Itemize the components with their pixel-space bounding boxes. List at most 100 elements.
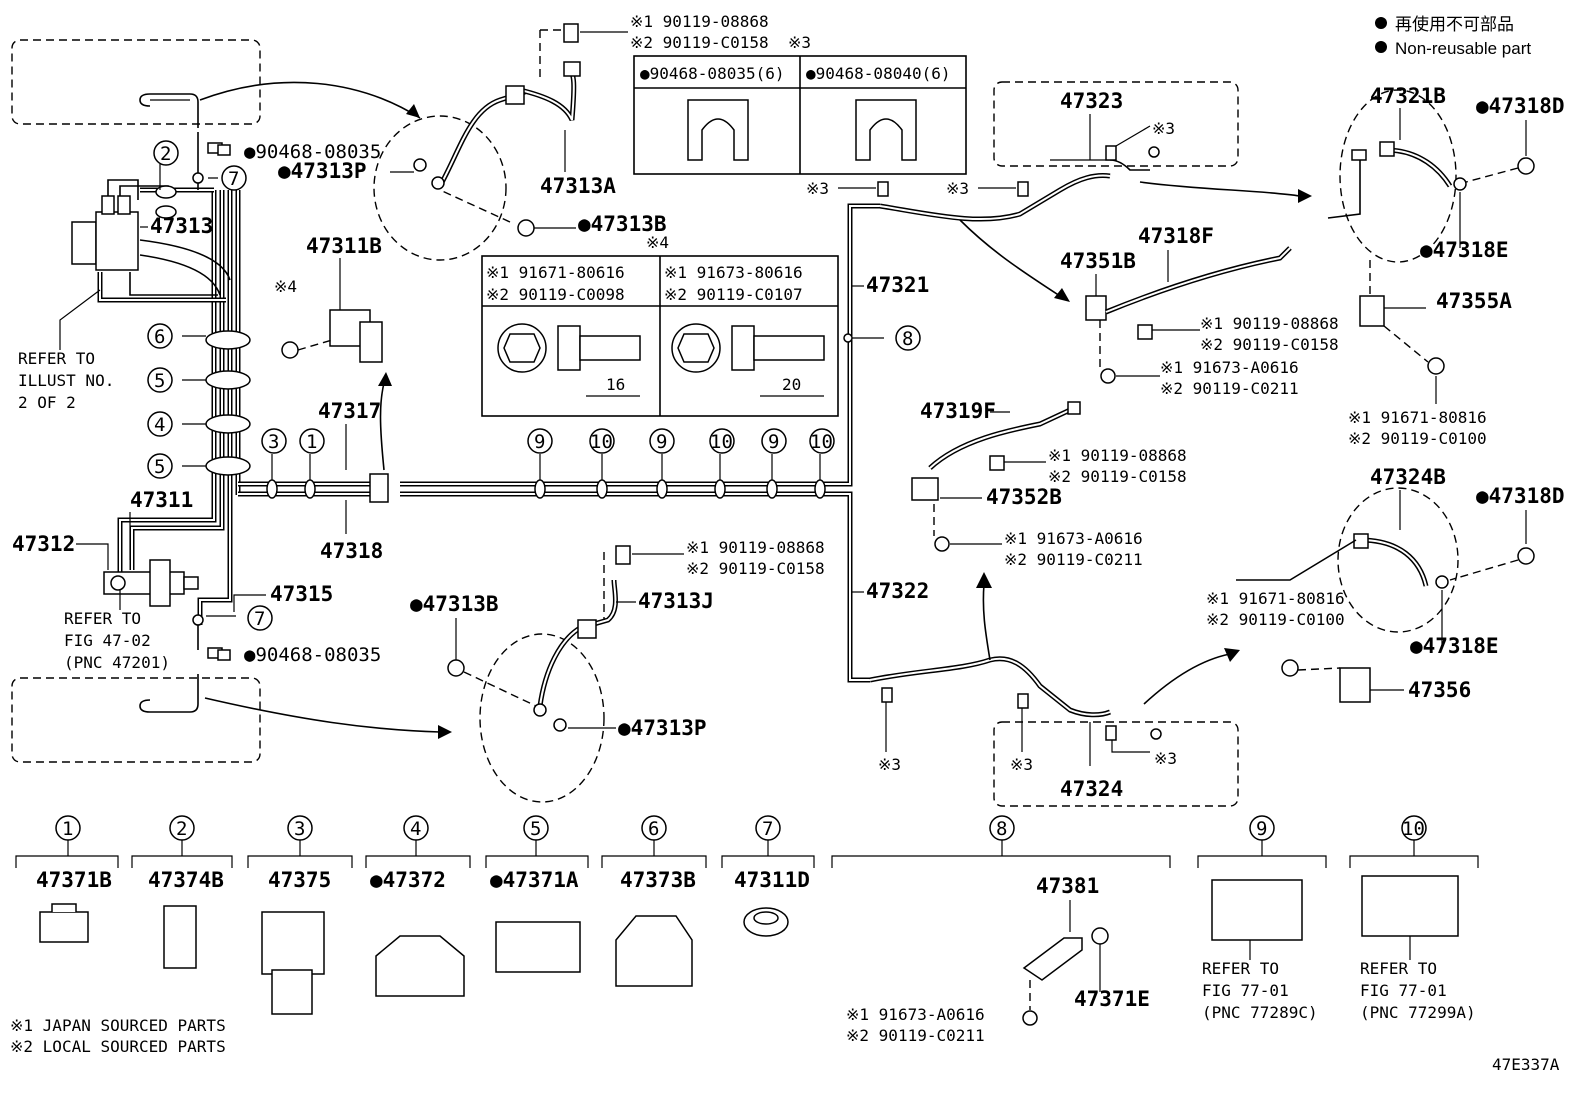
- svg-text:47381: 47381: [1036, 874, 1099, 898]
- svg-text:47311D: 47311D: [734, 868, 810, 892]
- svg-text:※1 91673-A0616: ※1 91673-A0616: [1004, 529, 1143, 548]
- svg-text:8: 8: [996, 818, 1007, 840]
- svg-text:●47318D: ●47318D: [1476, 484, 1565, 508]
- svg-text:2: 2: [160, 143, 171, 165]
- svg-text:●90468-08035(6): ●90468-08035(6): [640, 64, 785, 83]
- arrow-to-hose-top: [199, 81, 421, 119]
- svg-text:※2 90119-C0211: ※2 90119-C0211: [1160, 379, 1299, 398]
- svg-text:47312: 47312: [12, 532, 75, 556]
- svg-text:47317: 47317: [318, 399, 381, 423]
- svg-text:●47313P: ●47313P: [278, 159, 367, 183]
- legend-en: Non-reusable part: [1395, 39, 1531, 58]
- clamp-2-a: [155, 185, 177, 199]
- ref-illust-3: 2 OF 2: [18, 393, 76, 412]
- detail-box-bottom-left: [11, 677, 261, 763]
- rear-lines: 47321 47322: [852, 173, 1111, 718]
- svg-text:6: 6: [154, 326, 165, 348]
- svg-text:●47313P: ●47313P: [618, 716, 707, 740]
- svg-text:REFER TO: REFER TO: [1202, 959, 1279, 978]
- svg-text:4: 4: [154, 414, 165, 436]
- clamp-5-lower: [205, 456, 251, 476]
- svg-text:10: 10: [710, 431, 733, 453]
- bullet-icon: [1375, 17, 1387, 29]
- svg-text:10: 10: [810, 431, 833, 453]
- svg-text:●47313B: ●47313B: [578, 212, 667, 236]
- pipe-end-bottom: [139, 674, 199, 713]
- svg-text:※3: ※3: [878, 755, 901, 774]
- svg-text:●90468-08040(6): ●90468-08040(6): [806, 64, 951, 83]
- svg-text:※3: ※3: [946, 179, 969, 198]
- svg-text:1: 1: [62, 818, 73, 840]
- svg-text:10: 10: [590, 431, 613, 453]
- front-left-hose-group: ※1 90119-08868 ※2 90119-C0158 ※3 ●47313P…: [278, 12, 811, 261]
- svg-text:5: 5: [154, 456, 165, 478]
- union-47317: [369, 473, 389, 503]
- master-cylinder-bundle: [71, 132, 251, 650]
- svg-text:9: 9: [656, 431, 667, 453]
- svg-text:●47318E: ●47318E: [1420, 238, 1509, 262]
- svg-text:47352B: 47352B: [986, 485, 1062, 509]
- svg-text:(PNC 77289C): (PNC 77289C): [1202, 1003, 1318, 1022]
- svg-text:※1 91673-A0616: ※1 91673-A0616: [1160, 358, 1299, 377]
- svg-text:8: 8: [902, 328, 913, 350]
- svg-text:※4: ※4: [274, 277, 297, 296]
- bracket-47311B: 47311B ※4: [274, 234, 392, 471]
- index-circles: 2 7 6 5 4 5 3 1 9 10 9 10 9 10 8 7: [147, 140, 921, 631]
- svg-text:3: 3: [268, 431, 279, 453]
- rear-left-bracket-group: 47351B 47318F ※1 90119-08868 ※2 90119-C0…: [1060, 224, 1339, 398]
- svg-text:※2 90119-C0100: ※2 90119-C0100: [1206, 610, 1345, 629]
- svg-text:FIG 77-01: FIG 77-01: [1202, 981, 1289, 1000]
- svg-text:47321: 47321: [866, 273, 929, 297]
- svg-text:10: 10: [1402, 818, 1425, 840]
- ref-fig4702-3: (PNC 47201): [64, 653, 170, 672]
- svg-text:※2 90119-C0098: ※2 90119-C0098: [486, 285, 625, 304]
- svg-text:47371E: 47371E: [1074, 987, 1150, 1011]
- svg-text:※2 90119-C0211: ※2 90119-C0211: [1004, 550, 1143, 569]
- detail-box-47324: ※3 ※3 ※3 47324: [878, 572, 1240, 807]
- svg-text:※2 90119-C0107: ※2 90119-C0107: [664, 285, 803, 304]
- clamp-5-upper: [205, 370, 251, 390]
- svg-text:※2 90119-C0211: ※2 90119-C0211: [846, 1026, 985, 1045]
- svg-text:47356: 47356: [1408, 678, 1471, 702]
- svg-text:16: 16: [606, 375, 625, 394]
- rear-right-hose-group: 47324B ●47318D ※1 91671-80816 ※2 90119-C…: [1206, 465, 1565, 703]
- svg-text:47323: 47323: [1060, 89, 1123, 113]
- svg-text:47375: 47375: [268, 868, 331, 892]
- svg-text:47322: 47322: [866, 579, 929, 603]
- footnote-2: ※2 LOCAL SOURCED PARTS: [10, 1037, 226, 1056]
- svg-text:47313J: 47313J: [638, 589, 714, 613]
- svg-text:※3: ※3: [1154, 749, 1177, 768]
- svg-text:47324: 47324: [1060, 777, 1123, 801]
- svg-text:※1 91671-80816: ※1 91671-80816: [1206, 589, 1345, 608]
- ref-illust-2: ILLUST NO.: [18, 371, 114, 390]
- detail-box-47323: 47323 ※3 ※3 ※3: [806, 81, 1312, 302]
- svg-text:47311: 47311: [130, 488, 193, 512]
- svg-text:47313: 47313: [150, 214, 213, 238]
- clamp-6: [205, 330, 251, 350]
- svg-text:※3: ※3: [788, 33, 811, 52]
- svg-text:47371B: 47371B: [36, 868, 112, 892]
- rear-left-hose-group: 47321B ●47318D ●47318E 47355A ※1 91671-8…: [1327, 84, 1565, 448]
- svg-text:※2 90119-C0158: ※2 90119-C0158: [686, 559, 825, 578]
- svg-text:47355A: 47355A: [1436, 289, 1512, 313]
- svg-text:7: 7: [228, 168, 239, 190]
- svg-text:※1 91671-80816: ※1 91671-80816: [1348, 408, 1487, 427]
- svg-text:※2 90119-C0100: ※2 90119-C0100: [1348, 429, 1487, 448]
- svg-text:3: 3: [294, 818, 305, 840]
- svg-text:※1 91671-80616: ※1 91671-80616: [486, 263, 625, 282]
- svg-text:REFER TO: REFER TO: [1360, 959, 1437, 978]
- svg-text:※2 90119-C0158: ※2 90119-C0158: [1048, 467, 1187, 486]
- svg-text:47351B: 47351B: [1060, 249, 1136, 273]
- callouts-left: ●90468-08035 47313 47311 47312 47315 ●90…: [12, 141, 383, 666]
- svg-text:47315: 47315: [270, 582, 333, 606]
- svg-text:9: 9: [768, 431, 779, 453]
- svg-text:5: 5: [154, 370, 165, 392]
- arrow-to-hose-bottom: [204, 697, 441, 733]
- main-brake-lines: [238, 203, 880, 683]
- ref-illust-1: REFER TO: [18, 349, 95, 368]
- svg-text:●90468-08035: ●90468-08035: [244, 141, 381, 163]
- clamp-4: [205, 414, 251, 434]
- svg-text:4: 4: [410, 818, 421, 840]
- svg-text:2: 2: [176, 818, 187, 840]
- svg-text:9: 9: [534, 431, 545, 453]
